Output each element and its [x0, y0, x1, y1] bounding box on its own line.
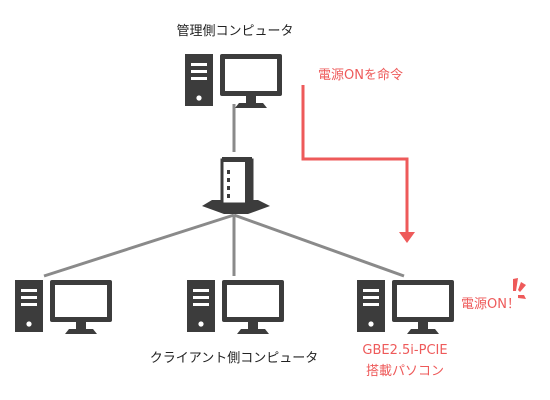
link-hub-left	[43, 213, 235, 278]
link-hub-right	[233, 213, 405, 278]
power-on-command-label: 電源ONを命令	[318, 68, 403, 83]
client-computer-label: クライアント側コンピュータ	[149, 351, 319, 366]
target-pc-label-line1: GBE2.5i-PCIE	[362, 343, 448, 358]
command-arrow-head	[399, 232, 415, 243]
power-on-label: 電源ON！	[461, 297, 520, 312]
client-computer-center-icon	[187, 280, 284, 334]
admin-computer-label: 管理側コンピュータ	[176, 24, 294, 39]
command-arrow	[301, 85, 409, 234]
client-computer-left-icon	[15, 280, 112, 334]
target-computer-icon	[357, 280, 454, 334]
exclamation-burst-icon	[513, 278, 526, 299]
network-hub-icon	[202, 157, 270, 214]
admin-computer-icon	[185, 54, 282, 108]
target-pc-label-line2: 搭載パソコン	[365, 364, 445, 379]
